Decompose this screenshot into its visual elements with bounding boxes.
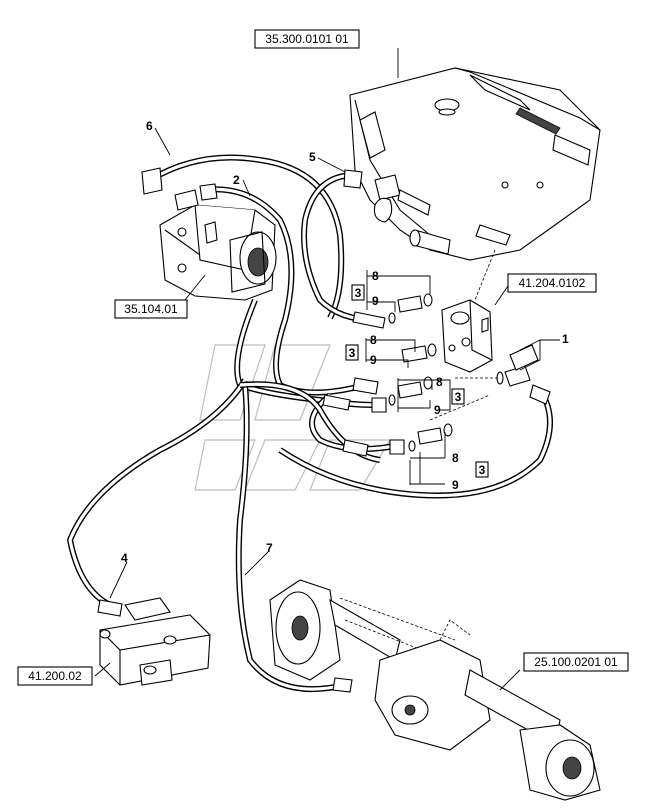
svg-text:35.104.01: 35.104.01 bbox=[124, 302, 178, 316]
svg-text:41.204.0102: 41.204.0102 bbox=[519, 276, 586, 290]
callout-hose-4: 4 bbox=[121, 551, 128, 565]
callout-numbers: 6 2 5 1 4 7 3 8 9 3 8 9 3 8 9 3 8 9 bbox=[121, 119, 569, 565]
control-valve bbox=[441, 249, 511, 373]
callout-oring-9c: 9 bbox=[434, 403, 441, 417]
drive-axle bbox=[269, 579, 601, 801]
svg-text:35.300.0101 01: 35.300.0101 01 bbox=[265, 32, 349, 46]
callout-hose-2: 2 bbox=[233, 173, 240, 187]
fittings bbox=[97, 167, 551, 693]
callout-oring-8d: 8 bbox=[452, 451, 459, 465]
reference-label-block: 41.200.02 bbox=[17, 666, 93, 686]
svg-text:41.200.02: 41.200.02 bbox=[28, 669, 82, 683]
hydraulic-pump bbox=[159, 189, 277, 301]
callout-kit-a: 3 bbox=[355, 286, 362, 300]
callout-hose-5: 5 bbox=[309, 150, 316, 164]
callout-oring-8b: 8 bbox=[370, 333, 377, 347]
callout-oring-9b: 9 bbox=[370, 353, 377, 367]
callout-hose-1: 1 bbox=[562, 332, 569, 346]
callout-hose-6: 6 bbox=[146, 119, 153, 133]
callout-oring-9d: 9 bbox=[452, 478, 459, 492]
reference-label-pump: 35.104.01 bbox=[114, 299, 188, 319]
callout-kit-b: 3 bbox=[349, 346, 356, 360]
callout-hose-7: 7 bbox=[266, 541, 273, 555]
callout-oring-9a: 9 bbox=[372, 294, 379, 308]
watermark bbox=[194, 344, 392, 491]
reference-label-valve: 41.204.0102 bbox=[507, 273, 597, 293]
callout-brackets bbox=[109, 127, 560, 599]
reference-label-tank: 35.300.0101 01 bbox=[254, 29, 360, 49]
callout-oring-8a: 8 bbox=[372, 269, 379, 283]
callout-oring-8c: 8 bbox=[436, 375, 443, 389]
valve-block bbox=[94, 597, 211, 686]
svg-text:25.100.0201 01: 25.100.0201 01 bbox=[534, 655, 618, 669]
hoses bbox=[66, 154, 553, 693]
callout-kit-c: 3 bbox=[455, 390, 462, 404]
hydraulic-tank bbox=[349, 48, 601, 261]
reference-label-axle: 25.100.0201 01 bbox=[523, 652, 629, 672]
callout-kit-d: 3 bbox=[479, 463, 486, 477]
